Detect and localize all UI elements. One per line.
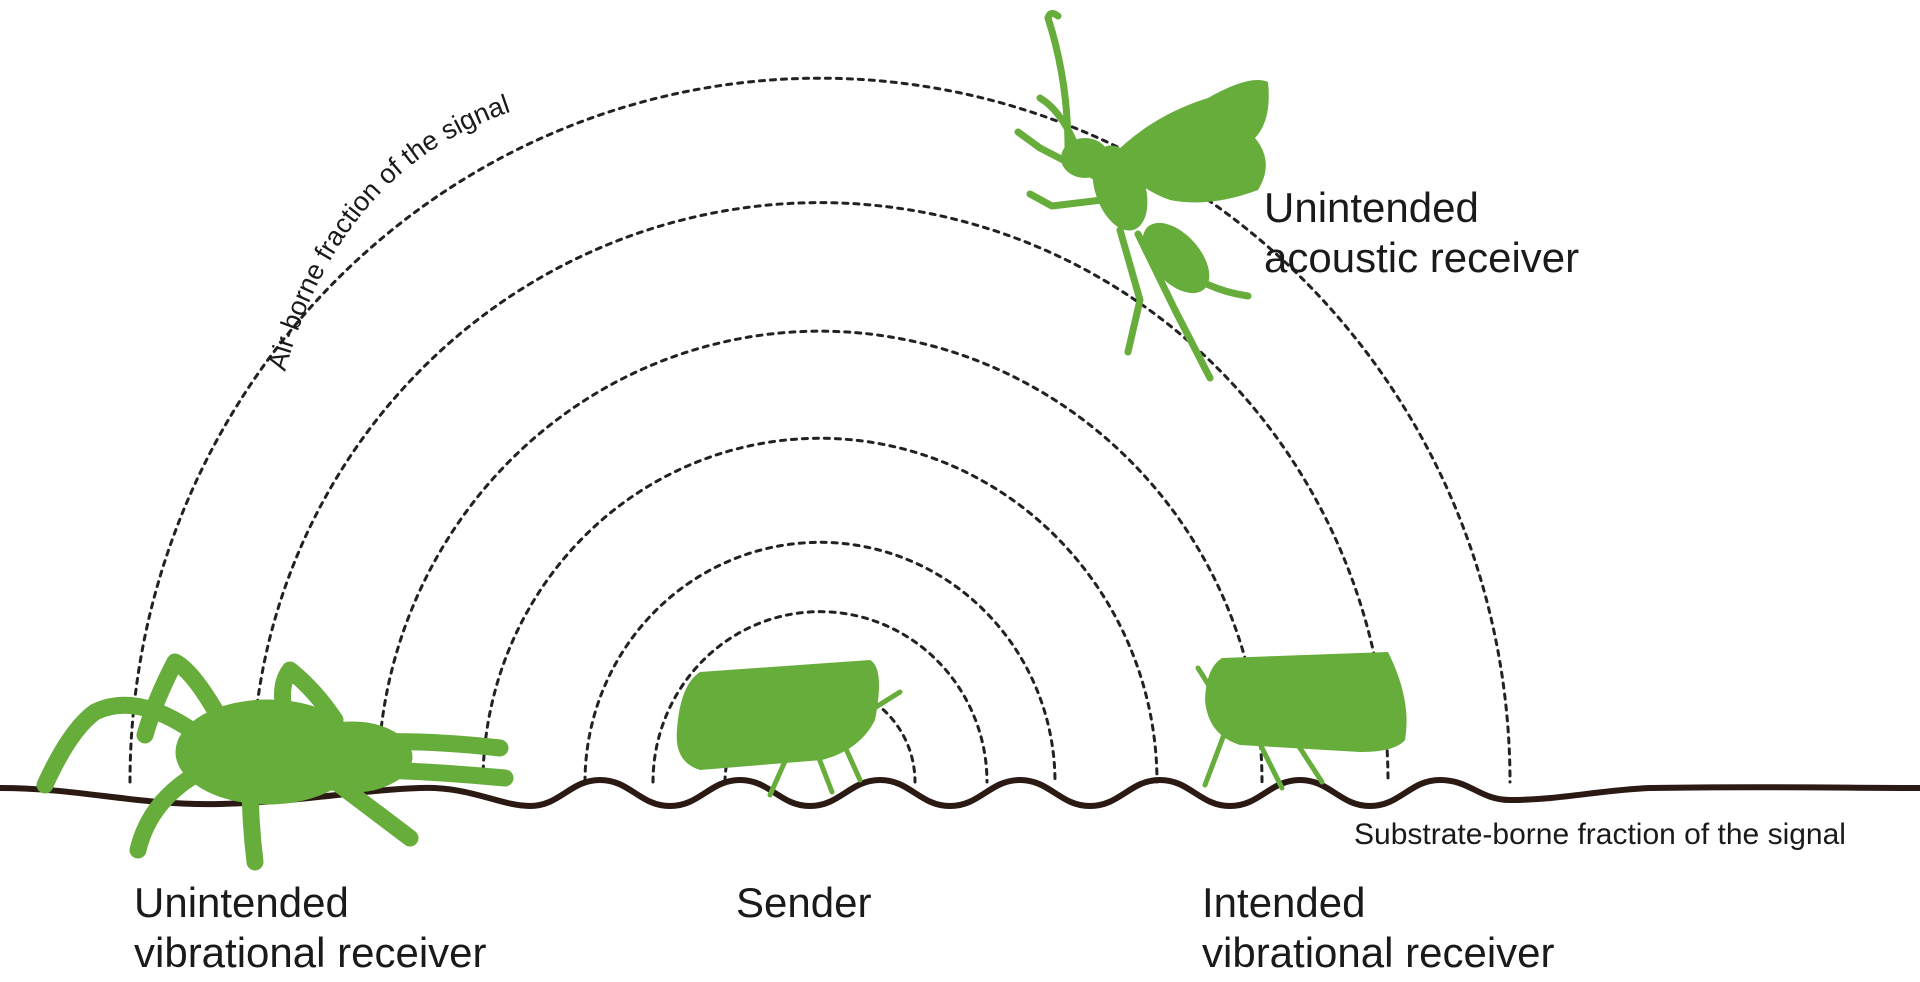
sender-leafhopper-icon <box>677 660 900 795</box>
intended-receiver-leafhopper-icon <box>1198 652 1407 788</box>
substrate-borne-label: Substrate-borne fraction of the signal <box>1354 818 1846 852</box>
flying-insect-icon <box>1018 13 1269 378</box>
unintended-acoustic-receiver-label: Unintended acoustic receiver <box>1264 183 1579 283</box>
sender-label: Sender <box>736 878 871 928</box>
air-borne-label: Air-borne fraction of the signal <box>262 89 513 374</box>
intended-vibrational-receiver-label: Intended vibrational receiver <box>1202 878 1555 978</box>
unintended-vibrational-receiver-label: Unintended vibrational receiver <box>134 878 487 978</box>
spider-icon <box>45 662 505 862</box>
